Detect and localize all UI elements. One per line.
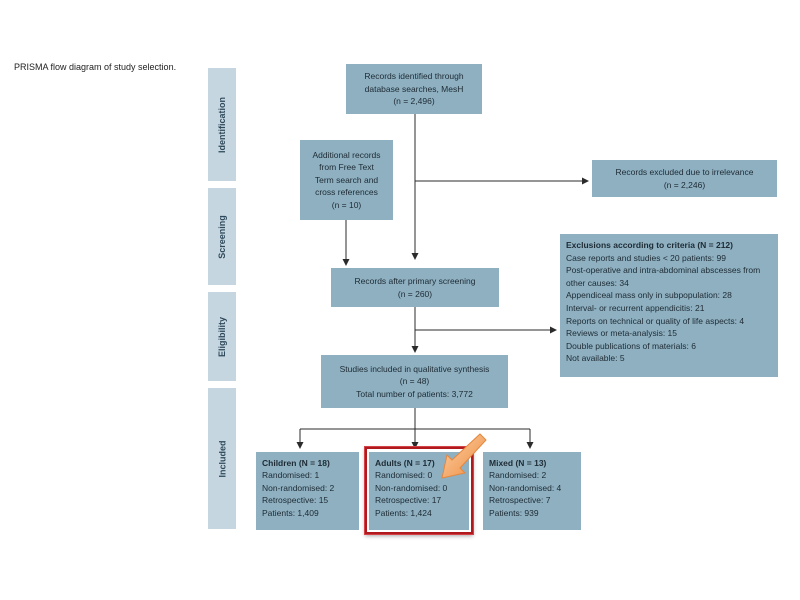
box-children: Children (N = 18) Randomised: 1 Non-rand… <box>256 452 359 530</box>
exclusion-item: Interval- or recurrent appendicitis: 21 <box>566 302 705 313</box>
stage-screening: Screening <box>208 188 236 285</box>
stage-eligibility: Eligibility <box>208 292 236 381</box>
box-mixed: Mixed (N = 13) Randomised: 2 Non-randomi… <box>483 452 581 530</box>
box-text: Additional records <box>312 149 381 160</box>
group-item: Retrospective: 15 <box>262 495 329 506</box>
group-item: Patients: 939 <box>489 507 539 518</box>
box-exclusions: Exclusions according to criteria (N = 21… <box>560 234 778 377</box>
group-item: Retrospective: 7 <box>489 495 551 506</box>
exclusion-item: Reports on technical or quality of life … <box>566 315 745 326</box>
box-after-screening: Records after primary screening (n = 260… <box>331 268 499 307</box>
exclusion-item: Case reports and studies < 20 patients: … <box>566 252 726 263</box>
group-item: Patients: 1,409 <box>262 507 319 518</box>
group-item: Randomised: 2 <box>489 470 547 481</box>
group-item: Randomised: 1 <box>262 470 320 481</box>
box-text: from Free Text <box>319 162 374 173</box>
group-item: Non-randomised: 0 <box>375 482 448 493</box>
exclusions-title: Exclusions according to criteria (N = 21… <box>566 240 733 250</box>
box-text: (n = 2,246) <box>663 179 706 190</box>
group-item: Randomised: 0 <box>375 470 433 481</box>
group-item: Non-randomised: 4 <box>489 482 562 493</box>
box-text: (n = 10) <box>331 199 362 210</box>
box-excluded-irrelevance: Records excluded due to irrelevance (n =… <box>592 160 777 197</box>
stage-identification: Identification <box>208 68 236 181</box>
box-text: Term search and <box>314 174 379 185</box>
adults-highlight-frame <box>365 447 473 534</box>
group-title: Children (N = 18) <box>262 458 330 468</box>
group-item: Retrospective: 17 <box>375 495 442 506</box>
box-text: cross references <box>315 187 378 198</box>
box-text: Records identified through <box>364 71 464 82</box>
exclusion-item: Double publications of materials: 6 <box>566 340 696 351</box>
box-text: Studies included in qualitative synthesi… <box>339 363 490 374</box>
box-text: Records excluded due to irrelevance <box>615 167 754 178</box>
box-text: (n = 260) <box>397 288 433 299</box>
exclusion-item: Reviews or meta-analysis: 15 <box>566 328 678 339</box>
box-text: database searches, MesH <box>364 83 464 94</box>
box-studies-included: Studies included in qualitative synthesi… <box>321 355 508 408</box>
box-text: Records after primary screening <box>354 276 476 287</box>
box-text: (n = 48) <box>399 376 430 387</box>
group-title: Adults (N = 17) <box>375 458 435 468</box>
box-text: (n = 2,496) <box>393 96 435 107</box>
box-records-identified: Records identified through database sear… <box>346 64 482 114</box>
stage-included: Included <box>208 388 236 529</box>
group-item: Patients: 1,424 <box>375 507 432 518</box>
box-additional-records: Additional records from Free Text Term s… <box>300 140 393 220</box>
figure-caption: PRISMA flow diagram of study selection. <box>14 62 177 72</box>
box-text: Total number of patients: 3,772 <box>356 388 473 399</box>
orange-arrow-icon <box>441 433 487 479</box>
exclusion-item: Not available: 5 <box>566 353 625 364</box>
exclusion-item: Post-operative and intra-abdominal absce… <box>566 265 761 288</box>
group-item: Non-randomised: 2 <box>262 482 335 493</box>
group-title: Mixed (N = 13) <box>489 458 547 468</box>
exclusion-item: Appendiceal mass only in subpopulation: … <box>566 290 732 301</box>
